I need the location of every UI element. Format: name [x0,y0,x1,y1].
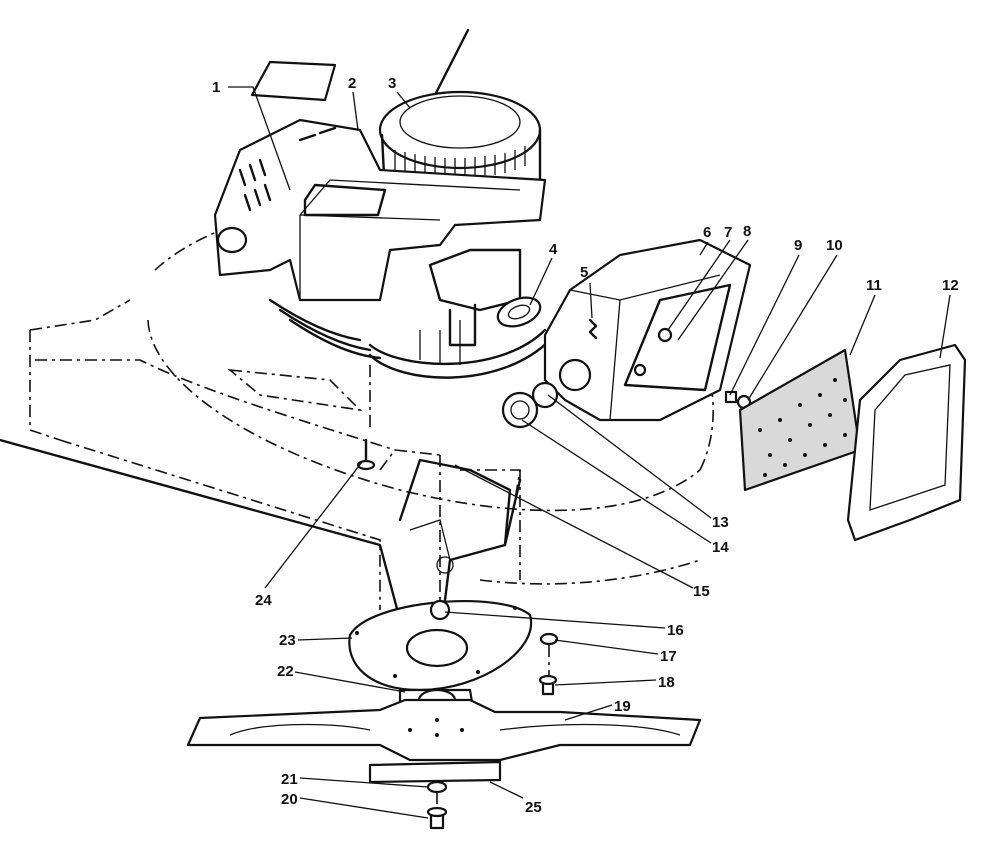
callout-18: 18 [658,674,675,691]
callout-7: 7 [724,224,732,241]
callout-5: 5 [580,264,588,281]
breather-assembly [501,381,559,429]
callout-labels: 1 2 3 4 5 6 7 8 9 10 11 12 13 14 15 16 1… [212,75,959,816]
callout-9: 9 [794,237,802,254]
leader-lines [228,86,951,819]
callout-6: 6 [703,224,711,241]
air-cleaner-cover [846,343,967,542]
callout-14: 14 [712,539,729,556]
callout-20: 20 [281,791,298,808]
adapter-hardware [538,632,559,696]
callout-22: 22 [277,663,294,680]
air-cleaner-body [543,238,752,422]
blade-hardware [426,780,448,830]
callout-8: 8 [743,223,751,240]
blade-stiffener [368,760,502,784]
callout-23: 23 [279,632,296,649]
blade-adapter-plate [348,599,533,692]
decal [250,60,337,102]
foam-filter-element [738,348,862,492]
callout-24: 24 [255,592,272,609]
callout-17: 17 [660,648,677,665]
mower-blade [186,698,702,762]
callout-19: 19 [614,698,631,715]
callout-11: 11 [866,277,882,294]
recoil-starter [378,90,542,170]
callout-12: 12 [942,277,959,294]
callout-16: 16 [667,622,684,639]
callout-2: 2 [348,75,356,92]
callout-4: 4 [549,241,558,258]
callout-21: 21 [281,771,298,788]
callout-13: 13 [712,514,729,531]
callout-15: 15 [693,583,710,600]
callout-25: 25 [525,799,542,816]
gasket [496,296,542,328]
callout-1: 1 [212,79,220,96]
callout-3: 3 [388,75,396,92]
callout-10: 10 [826,237,843,254]
engine-assembly [213,28,552,471]
